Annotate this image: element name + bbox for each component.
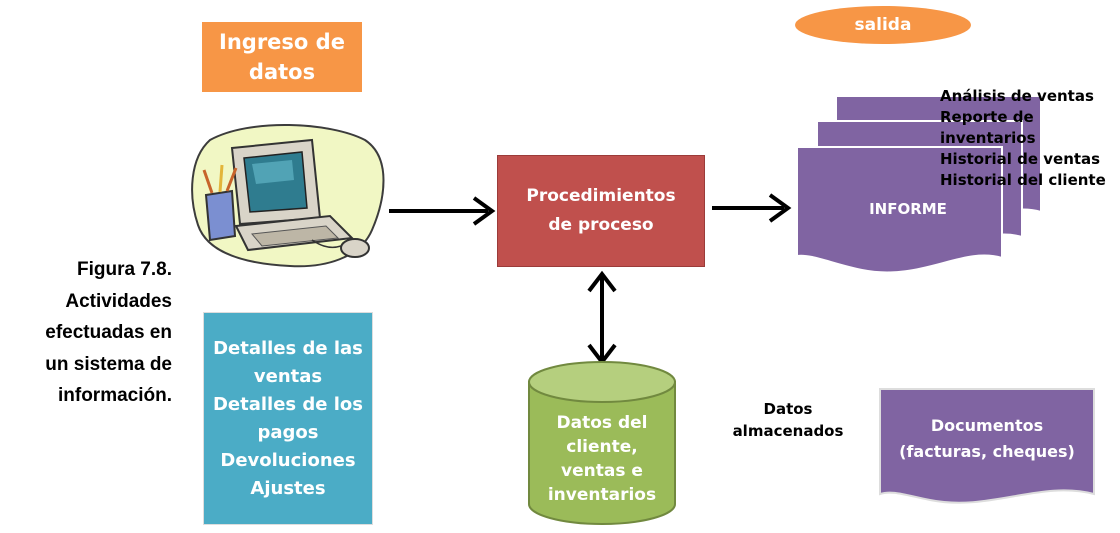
details-line: Devoluciones [220, 449, 356, 471]
output-oval-label: salida [854, 15, 912, 35]
process-box: Procedimientos de proceso [497, 155, 705, 267]
report-document-stack: INFORME [796, 95, 1042, 274]
database-line-2: cliente, [566, 437, 637, 457]
caption-line: Figura 7.8. [76, 259, 172, 280]
caption-line: información. [57, 385, 172, 406]
stored-data-label: Datos almacenados [726, 398, 850, 442]
details-line: Detalles de los [212, 393, 364, 415]
output-list-item: Análisis de ventas [940, 87, 1094, 105]
database-line-3: ventas e [561, 461, 643, 481]
output-list-item: inventarios [940, 129, 1036, 147]
output-list: Análisis de ventas Reporte de inventario… [940, 86, 1106, 191]
arrow-process-to-report [712, 193, 792, 223]
documents-shape: Documentos (facturas, cheques) [879, 388, 1095, 504]
computer-clipart-icon [191, 123, 385, 268]
database-line-4: inventarios [548, 485, 656, 505]
input-data-box: Ingreso de datos [202, 22, 362, 92]
database-cylinder: Datos del cliente, ventas e inventarios [528, 361, 676, 525]
details-line: Detalles de las [213, 337, 363, 359]
process-line-1: Procedimientos [526, 186, 676, 206]
output-list-item: Historial de ventas [940, 150, 1101, 168]
details-box: Detalles de las ventas Detalles de los p… [203, 312, 373, 525]
stored-line-1: Datos [763, 400, 813, 418]
output-list-item: Reporte de [940, 108, 1034, 126]
caption-line: un sistema de [45, 353, 172, 375]
stored-line-2: almacenados [732, 422, 844, 440]
caption-line: efectuadas en [45, 322, 172, 343]
caption-line: Actividades [65, 290, 172, 312]
output-oval: salida [795, 6, 971, 44]
input-box-line-2: datos [248, 60, 316, 84]
documents-line-2: (facturas, cheques) [899, 442, 1075, 461]
input-box-line-1: Ingreso de [219, 30, 345, 54]
database-line-1: Datos del [557, 413, 648, 433]
report-label: INFORME [869, 200, 947, 218]
arrow-input-to-process [389, 196, 496, 226]
details-line: ventas [253, 365, 323, 387]
process-line-2: de proceso [548, 215, 654, 235]
figure-caption: Figura 7.8. Actividades efectuadas en un… [0, 254, 200, 412]
documents-line-1: Documentos [931, 416, 1043, 435]
details-line: pagos [257, 421, 319, 443]
arrow-process-database [587, 270, 617, 366]
output-list-item: Historial del cliente [940, 171, 1106, 189]
details-line: Ajustes [250, 477, 326, 499]
